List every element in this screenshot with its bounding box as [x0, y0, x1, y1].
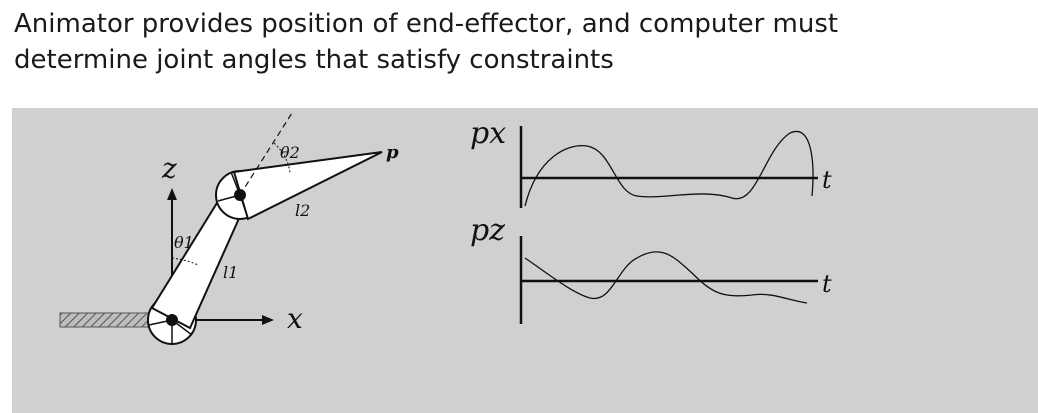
z-axis-label: z — [161, 152, 177, 185]
title-line-1: Animator provides position of end-effect… — [14, 9, 839, 39]
t-label-bottom: t — [822, 270, 832, 298]
figure-canvas: z x θ1 θ2 l1 l2 p px t pz t — [59, 112, 832, 345]
link-1-extension — [239, 112, 293, 196]
z-axis-arrowhead — [167, 188, 177, 200]
px-label: px — [470, 116, 506, 151]
inverse-kinematics-figure: z x θ1 θ2 l1 l2 p px t pz t — [12, 108, 1038, 413]
pz-label: pz — [470, 213, 505, 248]
x-axis-arrowhead — [262, 315, 274, 325]
position-plots: px t pz t — [470, 116, 832, 324]
px-curve — [524, 130, 814, 207]
title-line-2: determine joint angles that satisfy cons… — [14, 45, 614, 75]
robot-arm-diagram: z x θ1 θ2 l1 l2 p — [59, 112, 399, 345]
ground-hatch — [59, 312, 161, 328]
base-joint-dot — [166, 314, 178, 326]
t-label-top: t — [822, 166, 832, 194]
l2-label: l2 — [295, 201, 310, 220]
theta-1-arc — [171, 257, 199, 266]
theta-1-label: θ1 — [174, 233, 194, 252]
theta-2-arc — [273, 142, 291, 174]
l1-label: l1 — [223, 263, 238, 282]
x-axis-label: x — [287, 302, 303, 335]
slide-title: Animator provides position of end-effect… — [14, 6, 1024, 78]
end-effector-label: p — [386, 142, 399, 163]
theta-2-label: θ2 — [280, 143, 300, 162]
pz-curve — [524, 251, 808, 304]
